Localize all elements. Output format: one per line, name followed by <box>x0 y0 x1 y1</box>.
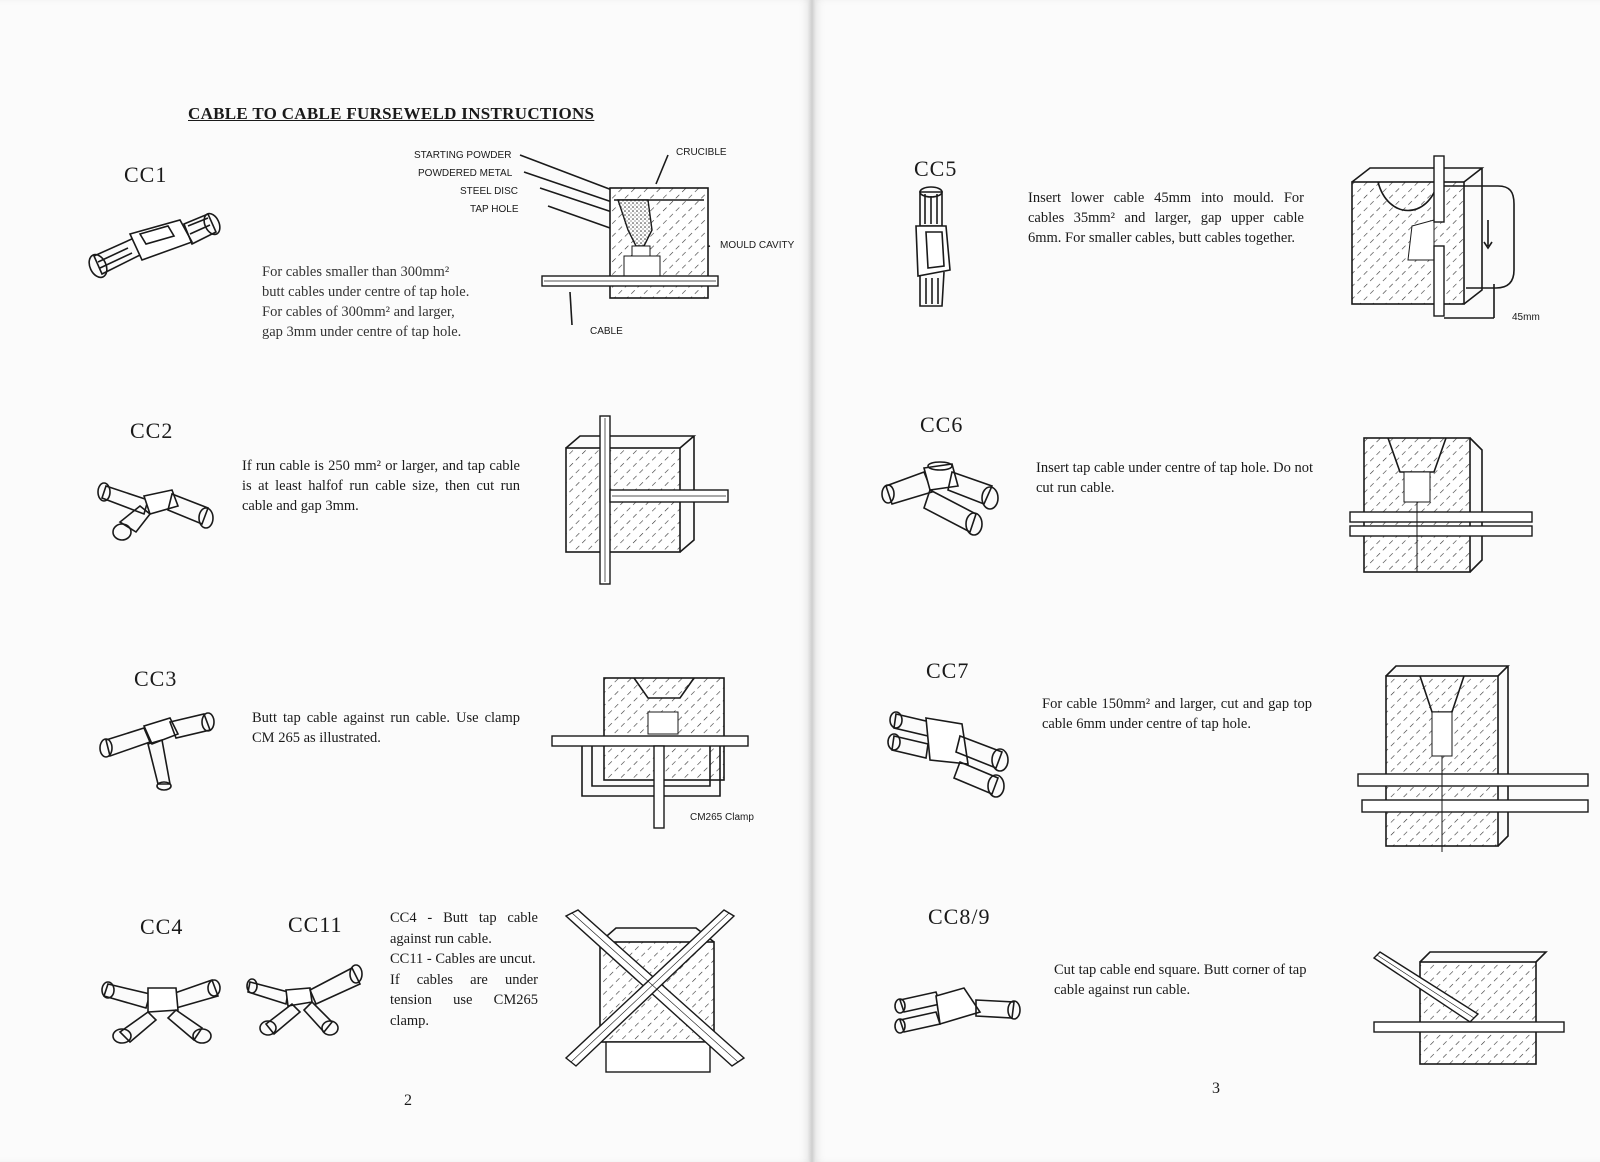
cable-parallel-cc7-icon <box>887 711 1009 798</box>
cc1-line-2: butt cables under centre of tap hole. <box>262 284 470 300</box>
page-number-right: 3 <box>1212 1080 1220 1097</box>
tension-line: If cables are under tension use CM265 cl… <box>390 971 538 1029</box>
cable-tee-cc3-icon <box>99 712 215 791</box>
section-code-cc1: CC1 <box>124 162 168 187</box>
cc1-instructions: For cables smaller than 300mm² butt cabl… <box>262 262 532 342</box>
section-code-cc3: CC3 <box>134 666 178 691</box>
cc8-9-instructions: Cut tap cable end square. Butt corner of… <box>1054 962 1307 998</box>
cc7-instructions: For cable 150mm² and larger, cut and gap… <box>1042 696 1312 732</box>
section-code-cc4: CC4 <box>140 914 184 939</box>
label-cable: CABLE <box>590 326 623 337</box>
mould-diagram-cc7 <box>1357 665 1589 852</box>
cc1-line-1: For cables smaller than 300mm² <box>262 264 450 280</box>
page-title: CABLE TO CABLE FURSEWELD INSTRUCTIONS <box>188 104 595 123</box>
page-fold <box>808 0 816 1162</box>
mould-diagram-cc2 <box>565 415 729 585</box>
mould-diagram-cc5 <box>1351 155 1515 319</box>
cable-cross-cc11-icon <box>246 964 363 1036</box>
cable-inline-cc5-icon <box>915 186 951 307</box>
cc6-instructions: Insert tap cable under centre of tap hol… <box>1036 460 1314 496</box>
section-code-cc8-9: CC8/9 <box>928 904 991 929</box>
cable-tee-cc6-icon <box>881 461 999 536</box>
cc4-cc11-instructions: CC4 - Butt tap cable against run cable. … <box>390 908 538 1031</box>
mould-diagram-cc8-9 <box>1372 951 1565 1065</box>
cc4-line: CC4 - Butt tap cable against run cable. <box>390 910 538 947</box>
section-code-cc7: CC7 <box>926 658 970 683</box>
section-code-cc11: CC11 <box>288 912 343 937</box>
cable-tee-cc2-icon <box>97 482 214 541</box>
mould-diagram-cc6 <box>1349 437 1533 573</box>
cc1-line-3: For cables of 300mm² and larger, <box>262 304 455 320</box>
cc2-instructions: If run cable is 250 mm² or larger, and t… <box>242 458 520 514</box>
cc11-line: CC11 - Cables are uncut. <box>390 951 536 967</box>
label-tap-hole: TAP HOLE <box>470 204 519 215</box>
cable-cross-cc4-icon <box>101 978 221 1044</box>
mould-diagram-cc3 <box>551 677 749 829</box>
cc5-instructions: Insert lower cable 45mm into mould. For … <box>1028 190 1304 246</box>
label-clamp: CM265 Clamp <box>690 812 754 823</box>
section-code-cc2: CC2 <box>130 418 174 443</box>
label-starting-powder: STARTING POWDER <box>414 150 512 161</box>
cc1-line-4: gap 3mm under centre of tap hole. <box>262 324 462 340</box>
label-crucible: CRUCIBLE <box>676 147 727 158</box>
section-code-cc5: CC5 <box>914 156 958 181</box>
label-45mm: 45mm <box>1512 312 1540 323</box>
cc3-instructions: Butt tap cable against run cable. Use cl… <box>252 710 520 746</box>
mould-diagram-cc1 <box>519 154 719 326</box>
page-number-left: 2 <box>404 1092 412 1109</box>
section-code-cc6: CC6 <box>920 412 964 437</box>
label-mould-cavity: MOULD CAVITY <box>720 240 795 251</box>
label-steel-disc: STEEL DISC <box>460 186 518 197</box>
cable-angle-cc8-9-icon <box>894 987 1021 1034</box>
label-powdered-metal: POWDERED METAL <box>418 168 513 179</box>
mould-diagram-cc4 <box>564 909 746 1073</box>
cable-splice-cc1-icon <box>88 212 221 279</box>
